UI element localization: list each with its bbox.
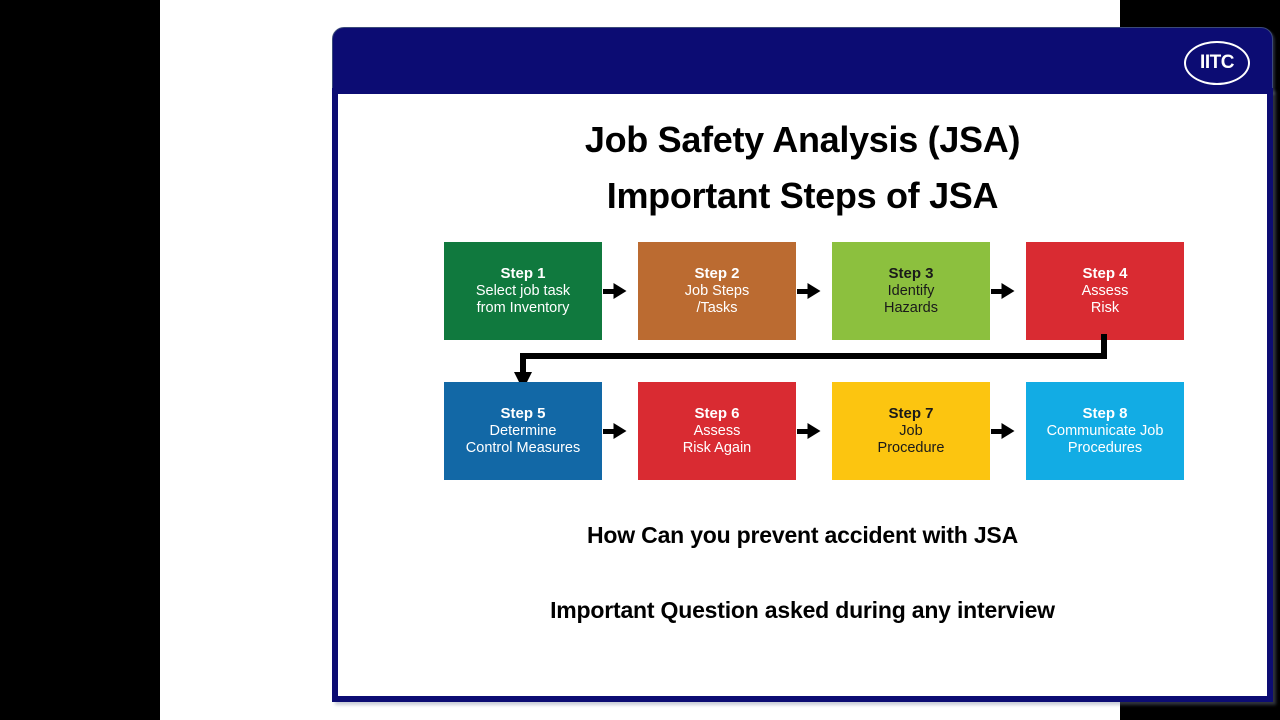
- arrow-right-icon-7-to-8: [990, 382, 1026, 480]
- arrow-right-icon-1-to-2: [602, 242, 638, 340]
- step-1-title: Step 1: [500, 264, 546, 282]
- step-2-line-1: Job Steps: [684, 283, 750, 300]
- caption-block: How Can you prevent accident with JSA Im…: [338, 522, 1267, 624]
- step-3-title: Step 3: [888, 264, 934, 282]
- step-box-2[interactable]: Step 2 Job Steps /Tasks: [638, 242, 796, 340]
- iitc-logo-text: IITC: [1200, 52, 1234, 73]
- caption-line-1: How Can you prevent accident with JSA: [587, 522, 1018, 548]
- step-7-line-2: Procedure: [877, 440, 945, 457]
- step-4-title: Step 4: [1082, 264, 1128, 282]
- title-block: Job Safety Analysis (JSA) Important Step…: [338, 112, 1267, 224]
- step-6-line-1: Assess: [693, 423, 741, 440]
- step-8-line-2: Procedures: [1067, 440, 1143, 457]
- iitc-logo-badge: IITC: [1184, 41, 1250, 85]
- step-2-line-2: /Tasks: [696, 300, 738, 317]
- page-title-line-2: Important Steps of JSA: [606, 174, 999, 216]
- step-3-line-2: Hazards: [884, 300, 938, 317]
- flow-row-2: Step 5 Determine Control Measures Step 6…: [444, 382, 1184, 480]
- arrow-right-icon-6-to-7: [796, 382, 832, 480]
- step-7-title: Step 7: [888, 404, 934, 422]
- step-7-line-1: Job: [899, 423, 923, 440]
- flow-row-1: Step 1 Select job task from Inventory St…: [444, 242, 1184, 340]
- step-4-line-2: Risk: [1090, 300, 1120, 317]
- step-box-8[interactable]: Step 8 Communicate Job Procedures: [1026, 382, 1184, 480]
- step-6-title: Step 6: [694, 404, 740, 422]
- step-3-line-1: Identify: [887, 283, 935, 300]
- step-2-title: Step 2: [694, 264, 740, 282]
- letterbox-left: [0, 0, 160, 720]
- step-box-6[interactable]: Step 6 Assess Risk Again: [638, 382, 796, 480]
- step-box-4[interactable]: Step 4 Assess Risk: [1026, 242, 1184, 340]
- step-5-title: Step 5: [500, 404, 546, 422]
- slide-header-bar: IITC: [332, 27, 1273, 93]
- slide-body-panel: Job Safety Analysis (JSA) Important Step…: [332, 88, 1273, 702]
- arrow-right-icon-5-to-6: [602, 382, 638, 480]
- step-box-5[interactable]: Step 5 Determine Control Measures: [444, 382, 602, 480]
- step-5-line-2: Control Measures: [465, 440, 581, 457]
- step-1-line-1: Select job task: [475, 283, 571, 300]
- step-box-7[interactable]: Step 7 Job Procedure: [832, 382, 990, 480]
- step-4-line-1: Assess: [1081, 283, 1129, 300]
- jsa-flow-diagram: Step 1 Select job task from Inventory St…: [444, 242, 1184, 504]
- step-box-1[interactable]: Step 1 Select job task from Inventory: [444, 242, 602, 340]
- step-5-line-1: Determine: [489, 423, 557, 440]
- step-8-line-1: Communicate Job: [1046, 423, 1164, 440]
- page-title-line-1: Job Safety Analysis (JSA): [584, 119, 1021, 160]
- slide-canvas: IITC Job Safety Analysis (JSA) Important…: [160, 0, 1273, 720]
- arrow-right-icon-3-to-4: [990, 242, 1026, 340]
- step-8-title: Step 8: [1082, 404, 1128, 422]
- caption-line-2: Important Question asked during any inte…: [550, 597, 1055, 623]
- step-1-line-2: from Inventory: [476, 300, 570, 317]
- step-6-line-2: Risk Again: [682, 440, 752, 457]
- step-box-3[interactable]: Step 3 Identify Hazards: [832, 242, 990, 340]
- arrow-right-icon-2-to-3: [796, 242, 832, 340]
